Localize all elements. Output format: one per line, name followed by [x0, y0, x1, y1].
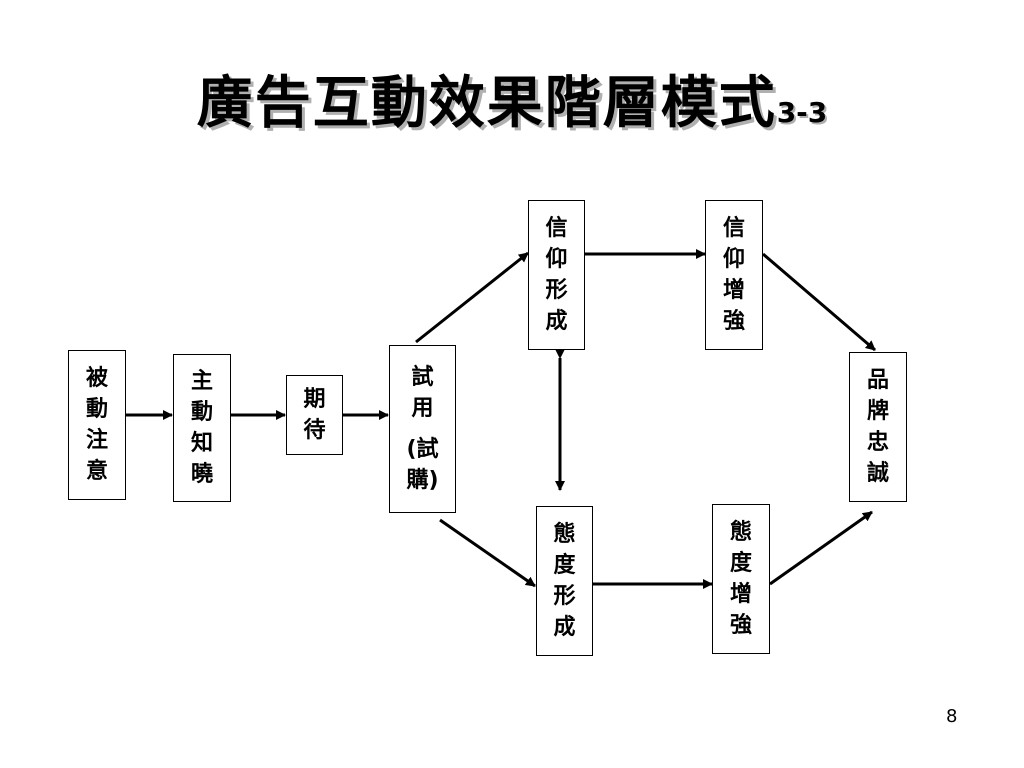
- title-suffix: 3-3: [776, 96, 828, 129]
- box-char: 知: [190, 431, 213, 456]
- box-char: 動: [85, 397, 108, 422]
- title-main: 廣告互動效果階層模式: [196, 71, 777, 136]
- box-char: 主: [190, 369, 213, 394]
- box-expectation: 期 待: [286, 375, 343, 455]
- box-char: 待: [303, 418, 326, 443]
- box-char: 期: [303, 387, 326, 412]
- box-attitude-formation: 態 度 形 成: [536, 506, 593, 656]
- box-char: 形: [545, 278, 568, 303]
- arrow-trial-to-belief: [415, 251, 529, 344]
- box-char: 注: [85, 428, 108, 453]
- box-char: 試: [411, 365, 434, 390]
- arrow-belief-reinforce-to-loyalty: [762, 252, 876, 352]
- box-char: 品: [866, 368, 889, 393]
- box-char: 忠: [866, 430, 889, 455]
- box-char: 購): [406, 468, 439, 493]
- box-char: 動: [190, 400, 213, 425]
- box-char: 增: [729, 582, 752, 607]
- box-char: 誠: [866, 461, 889, 486]
- box-attitude-reinforcement: 態 度 增 強: [712, 504, 770, 654]
- box-char: 形: [553, 584, 576, 609]
- box-char: 成: [553, 615, 576, 640]
- box-char: 信: [545, 216, 568, 241]
- box-char: 意: [85, 459, 108, 484]
- box-char: 態: [729, 520, 752, 545]
- box-char: 用: [411, 396, 434, 421]
- arrow-attitude-reinforce-to-loyalty: [769, 510, 873, 586]
- box-char: 增: [722, 278, 745, 303]
- box-char: 曉: [190, 462, 213, 487]
- box-char: 度: [729, 551, 752, 576]
- box-char: 強: [729, 613, 752, 638]
- box-char: 被: [85, 366, 108, 391]
- arrow-trial-to-attitude: [439, 518, 536, 588]
- slide-title: 廣告互動效果階層模式3-3: [0, 58, 1024, 139]
- box-brand-loyalty: 品 牌 忠 誠: [849, 352, 907, 502]
- box-char: 仰: [722, 247, 745, 272]
- box-passive-attention: 被 動 注 意: [68, 350, 126, 500]
- box-char: 度: [553, 553, 576, 578]
- box-char: 仰: [545, 247, 568, 272]
- page-number: 8: [946, 706, 958, 727]
- box-active-awareness: 主 動 知 曉: [173, 354, 231, 502]
- box-char: 信: [722, 216, 745, 241]
- box-trial: 試 用 (試 購): [389, 345, 456, 513]
- box-char: (試: [406, 437, 439, 462]
- box-char: 態: [553, 522, 576, 547]
- box-belief-formation: 信 仰 形 成: [528, 200, 585, 350]
- box-belief-reinforcement: 信 仰 增 強: [705, 200, 763, 350]
- box-char: 成: [545, 309, 568, 334]
- box-char: 牌: [866, 399, 889, 424]
- box-char: 強: [722, 309, 745, 334]
